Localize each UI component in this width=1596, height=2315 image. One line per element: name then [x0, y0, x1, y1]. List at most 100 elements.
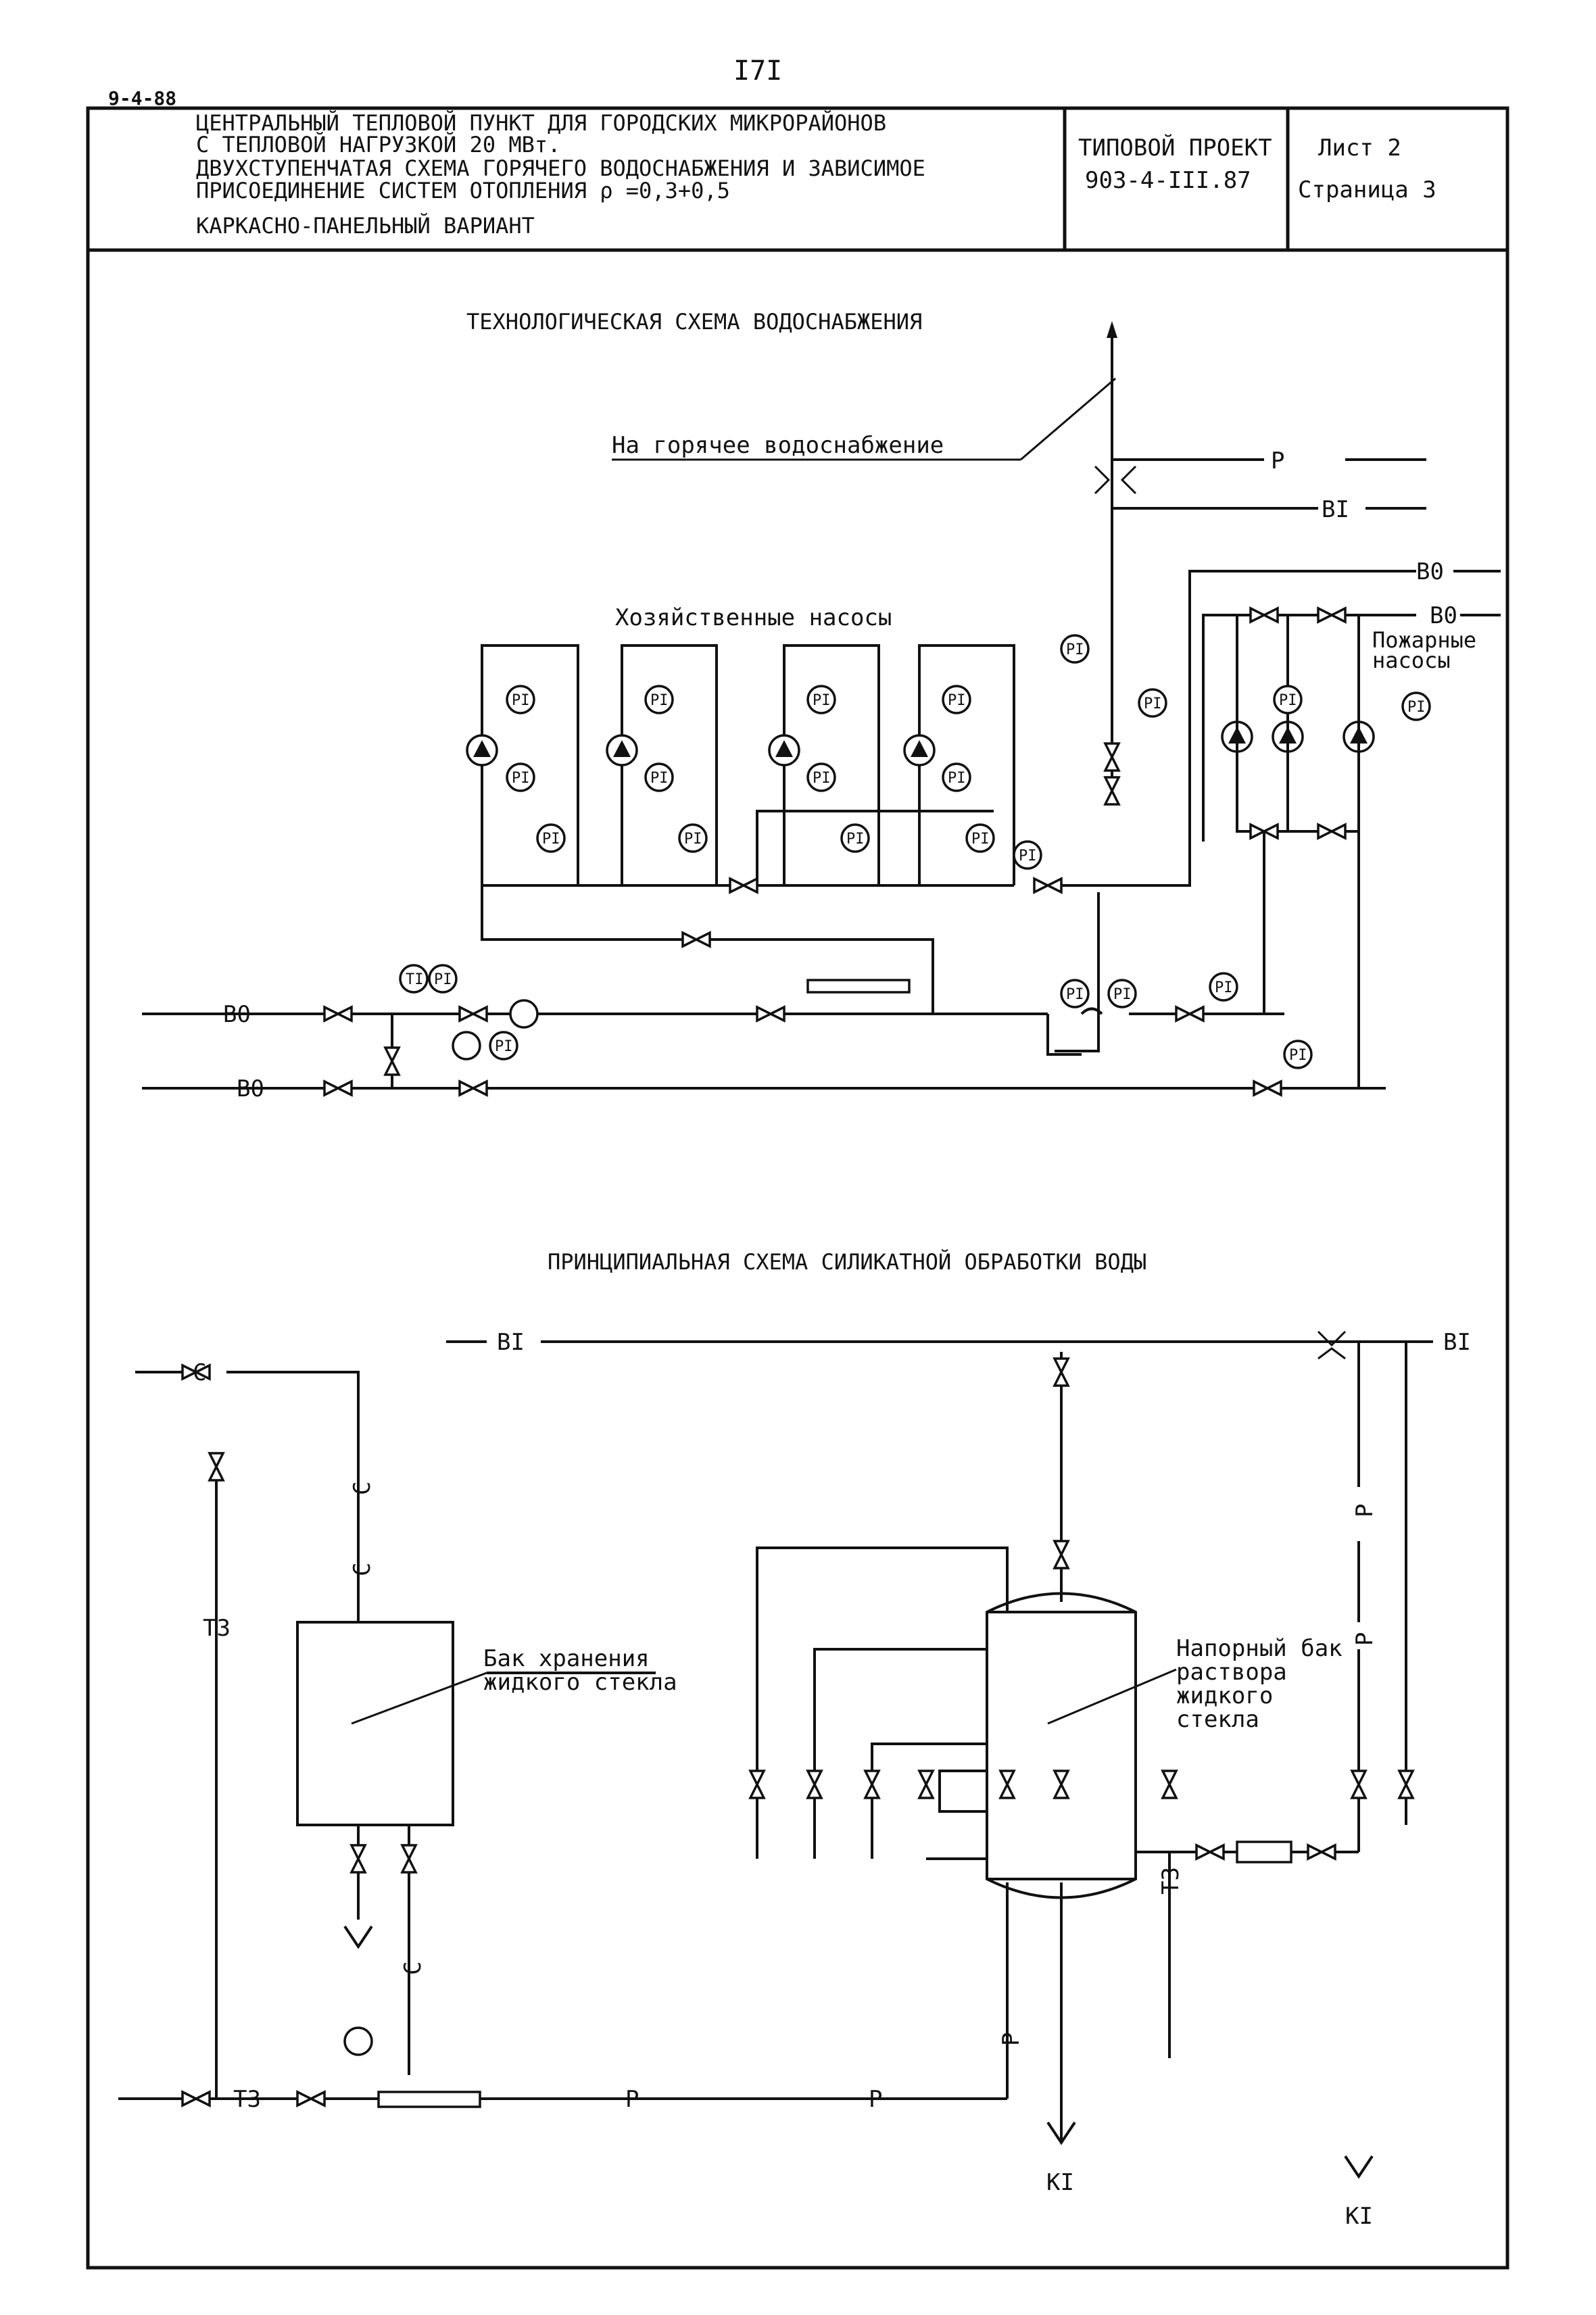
svg-text:PI: PI	[495, 1038, 513, 1055]
fire-pumps-label: Пожарные насосы	[1372, 627, 1489, 673]
pipe-label-c-low: С	[400, 1961, 427, 1975]
pi-gauge-icon: PI	[942, 762, 971, 792]
svg-text:PI: PI	[512, 692, 530, 709]
pipe-label-b0-r2: B0	[1430, 602, 1457, 629]
valve-icon	[323, 1079, 353, 1097]
svg-text:PI: PI	[542, 831, 560, 848]
pi-gauge-icon: PI	[644, 762, 674, 792]
heater-icon	[452, 1031, 481, 1061]
pipe-label-b1-left: BI	[497, 1329, 525, 1356]
pipe-label-b0-l1: B0	[223, 1001, 251, 1028]
storage-tank	[118, 1371, 1007, 2108]
valve-icon	[1317, 823, 1347, 840]
svg-text:PI: PI	[1407, 699, 1426, 716]
valve-icon	[1033, 877, 1063, 894]
pi-gauge-icon: PI	[489, 1031, 518, 1061]
water-scheme-title: ТЕХНОЛОГИЧЕСКАЯ СХЕМА ВОДОСНАБЖЕНИЯ	[466, 309, 922, 335]
pipe-label-c-mid2: С	[349, 1563, 376, 1576]
valve-icon	[806, 1770, 823, 1799]
household-pumps	[481, 644, 1015, 887]
drain-funnel-icons	[343, 1925, 1374, 2179]
pipe-label-p-right-2: Р	[1351, 1632, 1378, 1646]
title-line-5: КАРКАСНО-ПАНЕЛЬНЫЙ ВАРИАНТ	[196, 213, 535, 239]
pi-gauge-icon: PI	[942, 685, 971, 714]
valve-icon	[1317, 606, 1347, 624]
valve-icon	[458, 1079, 488, 1097]
valve-icon	[1053, 1540, 1070, 1569]
svg-text:PI: PI	[1289, 1047, 1307, 1064]
valve-icon	[756, 1005, 785, 1023]
svg-text:PI: PI	[1279, 692, 1297, 709]
svg-text:PI: PI	[846, 831, 865, 848]
svg-text:PI: PI	[1113, 986, 1132, 1003]
fire-pumps	[1236, 615, 1360, 1088]
inlet-lines	[142, 885, 1386, 1090]
svg-text:PI: PI	[650, 770, 669, 787]
hot-water-riser	[612, 321, 1426, 798]
valve-icon	[1103, 776, 1121, 806]
valve-icon	[323, 1005, 353, 1023]
sheet-code: 9-4-88	[108, 87, 176, 109]
pipe-label-b1-top: BI	[1322, 496, 1349, 523]
valve-icon	[1175, 1005, 1205, 1023]
pressure-gauge-icon	[343, 2026, 373, 2056]
svg-text:PI: PI	[813, 770, 831, 787]
pi-gauge-icon: PI	[678, 823, 708, 853]
pi-gauge-icon: PI	[1209, 972, 1238, 1002]
pipe-label-p-right-1: Р	[1351, 1504, 1378, 1517]
pipe-label-t3-right: Т3	[1157, 1867, 1184, 1895]
svg-text:PI: PI	[1144, 696, 1162, 712]
page-label: Страница 3	[1298, 176, 1436, 203]
title-block-text: ЦЕНТРАЛЬНЫЙ ТЕПЛОВОЙ ПУНКТ ДЛЯ ГОРОДСКИХ…	[196, 110, 925, 239]
title-line-2: С ТЕПЛОВОЙ НАГРУЗКОЙ 20 МВт.	[196, 132, 560, 157]
b1-main-line	[446, 1330, 1433, 1852]
pi-gauge-icon: PI	[506, 685, 535, 714]
pipe-label-c-mid: С	[349, 1482, 376, 1495]
valve-icon	[458, 1005, 488, 1023]
svg-text:PI: PI	[948, 770, 966, 787]
ti-gauge-icon: TI	[399, 964, 429, 994]
valve-icon	[1195, 1843, 1225, 1861]
pipe-label-t3-bottom: Т3	[233, 2086, 261, 2113]
valve-icon	[1397, 1770, 1415, 1799]
pi-gauge-icon: PI	[1060, 979, 1090, 1008]
svg-text:PI: PI	[1066, 986, 1084, 1003]
svg-text:PI: PI	[813, 692, 831, 709]
pipe-label-b0-r1: B0	[1416, 558, 1444, 585]
svg-text:PI: PI	[650, 692, 669, 709]
household-pumps-label: Хозяйственные насосы	[615, 604, 892, 631]
valve-icon	[349, 1844, 367, 1874]
pi-gauge-icon: PI	[536, 823, 566, 853]
project-label: ТИПОВОЙ ПРОЕКТ	[1078, 134, 1272, 162]
pump-icon-group	[466, 721, 1375, 766]
valve-icon	[383, 1046, 401, 1076]
valve-icon	[1053, 1770, 1070, 1799]
svg-text:PI: PI	[434, 971, 452, 988]
svg-text:PI: PI	[1066, 641, 1084, 658]
svg-text:PI: PI	[1215, 979, 1233, 996]
valve-icon	[729, 877, 758, 894]
pi-gauge-icon: PI	[506, 762, 535, 792]
pi-gauge-icon: PI	[428, 964, 458, 994]
valve-icon	[863, 1770, 881, 1799]
svg-text:PI: PI	[1019, 848, 1037, 864]
pi-gauge-icon: PI	[644, 685, 674, 714]
svg-text:PI: PI	[684, 831, 702, 848]
valve-icon	[1307, 1843, 1336, 1861]
valve-icon	[998, 1770, 1016, 1799]
pipe-label-p-top: Р	[1271, 447, 1284, 474]
valve-icons-silicate	[181, 1357, 1415, 2107]
hot-water-label: На горячее водоснабжение	[612, 432, 944, 459]
valve-icon	[1350, 1770, 1368, 1799]
pipe-label-t3-left: Т3	[203, 1615, 231, 1642]
title-line-4: ПРИСОЕДИНЕНИЕ СИСТЕМ ОТОПЛЕНИЯ ρ =0,3+0,…	[196, 178, 730, 203]
valve-icon	[1161, 1770, 1178, 1799]
pi-gauge-icon: PI	[1273, 685, 1303, 714]
pressure-gauges: PI PI PI PI PI PI PI PI PI PI PI PI PI P…	[399, 634, 1431, 1069]
pipe-label-b0-l2: B0	[237, 1075, 264, 1102]
page-number: I7I	[733, 55, 782, 87]
svg-text:PI: PI	[948, 692, 966, 709]
valve-icon	[681, 931, 711, 948]
valve-icon	[748, 1770, 766, 1799]
pressure-tank	[756, 1352, 1359, 2143]
